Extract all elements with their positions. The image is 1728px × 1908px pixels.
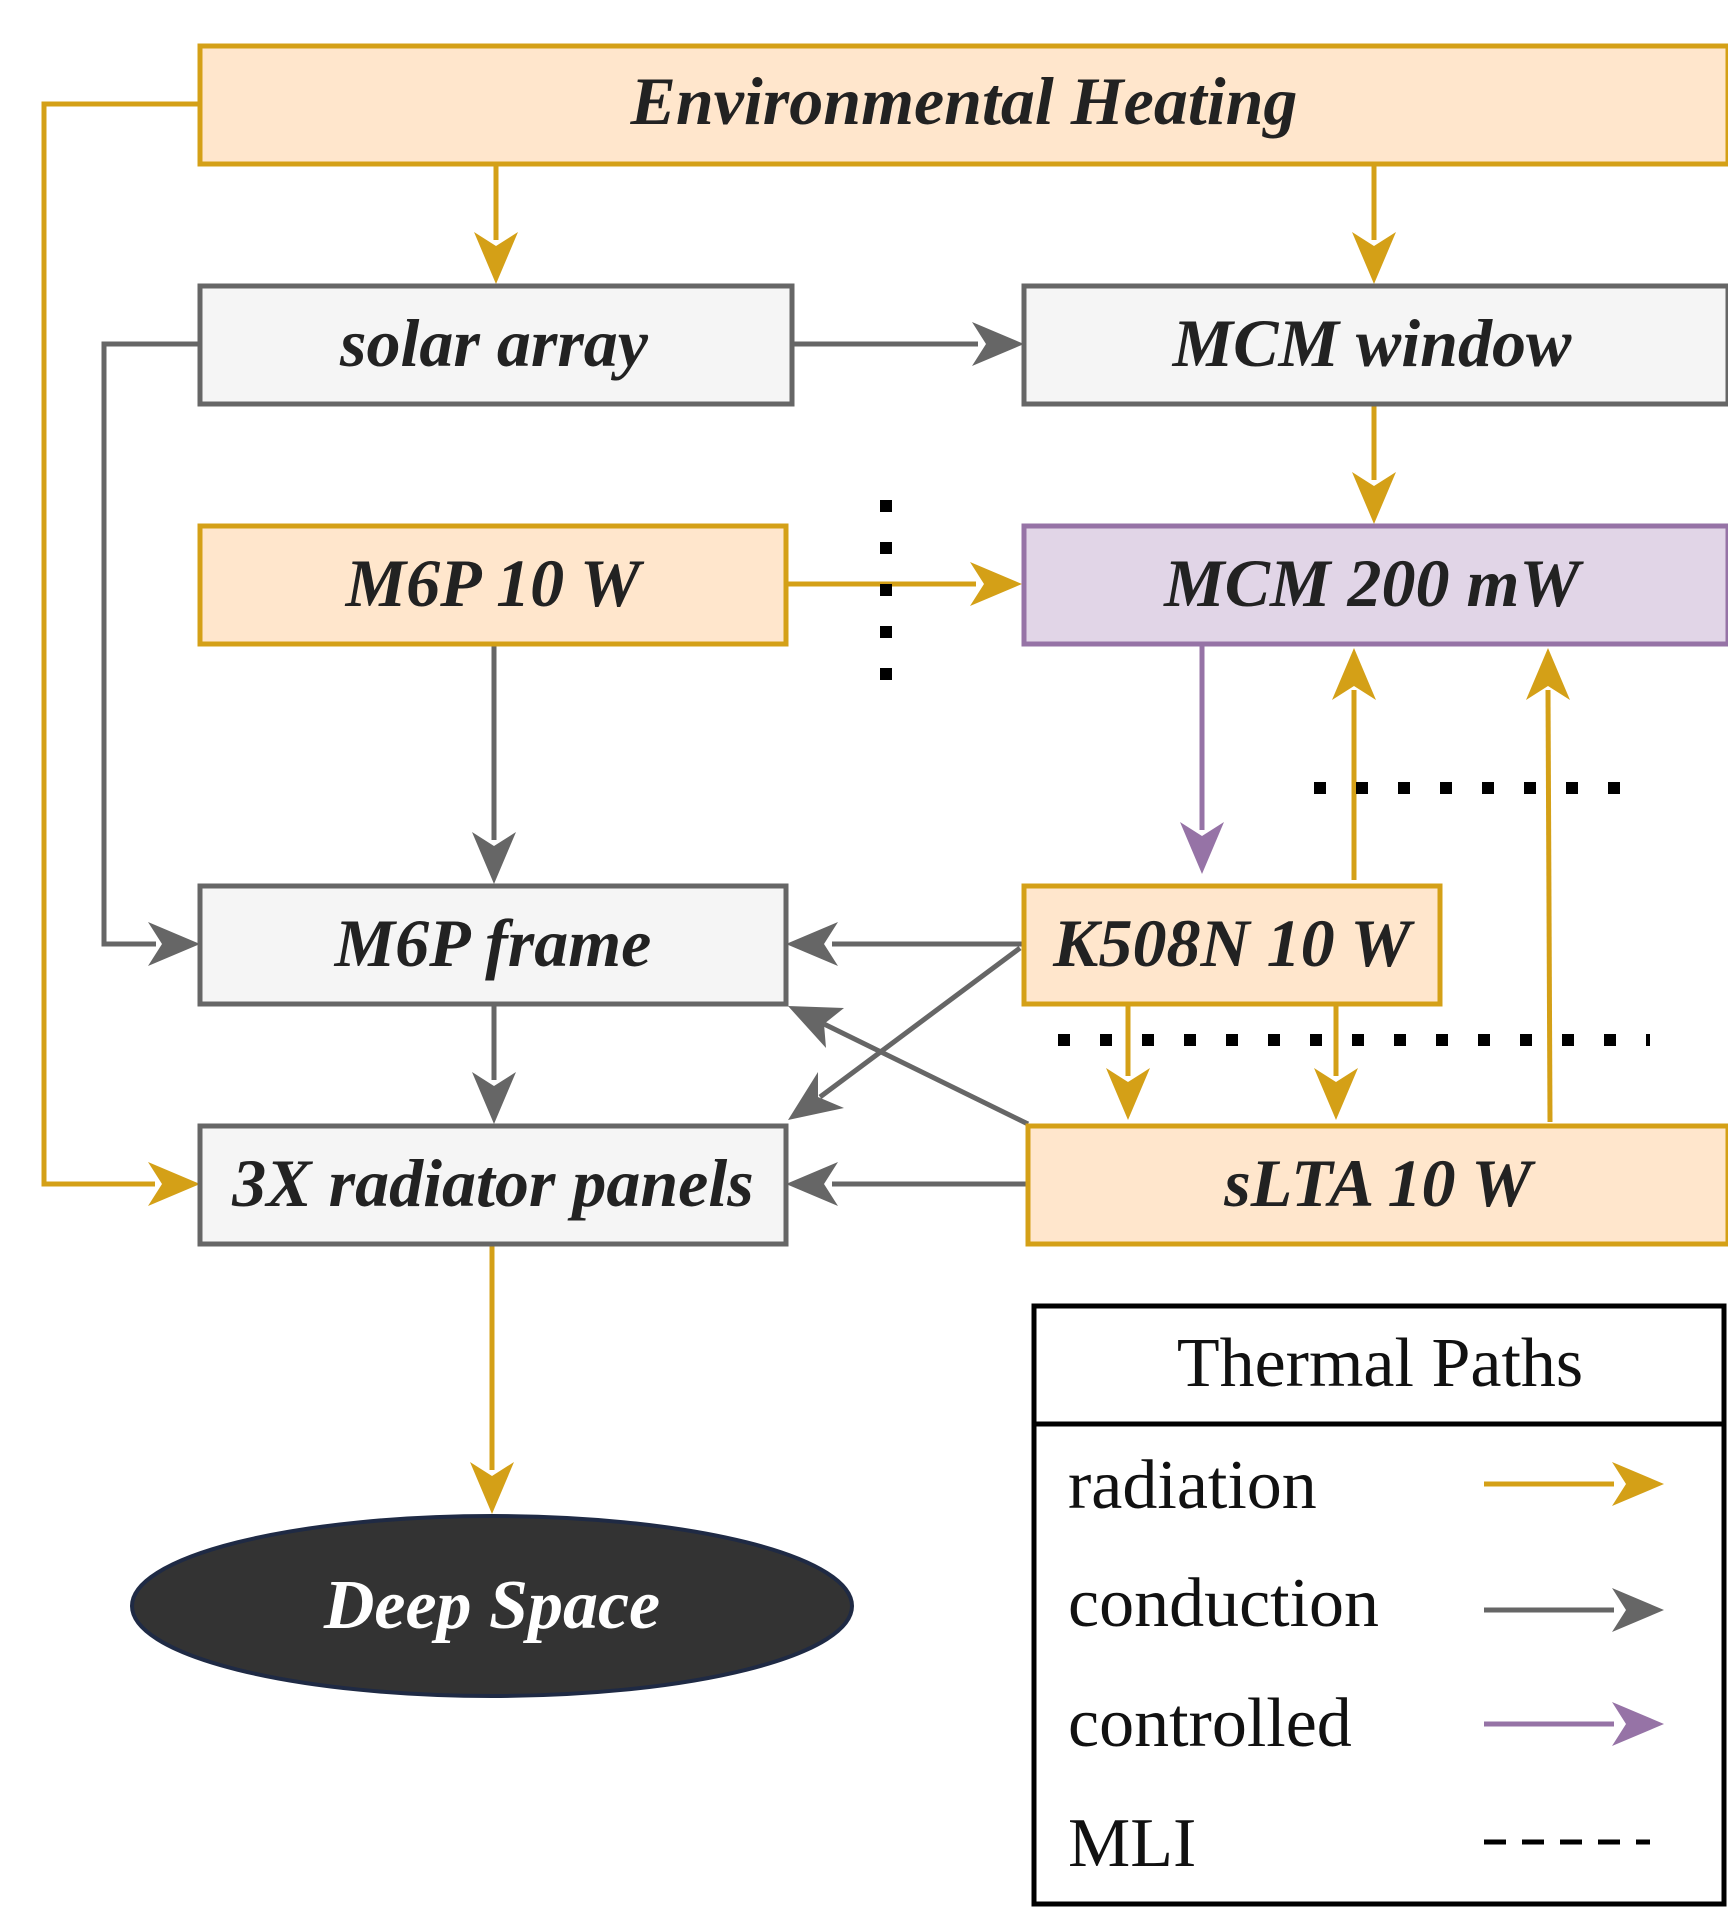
node-slta-10w: sLTA 10 W: [1025, 1123, 1728, 1247]
arrowhead-slta-to-mcm: [1526, 648, 1570, 700]
edge-solar-to-m6pframe: [101, 341, 200, 947]
label-environmental-heating: Environmental Heating: [630, 63, 1298, 139]
arrowhead-slta-to-m6pframe: [788, 1006, 844, 1048]
arrowhead-k508n-to-mcm: [1332, 648, 1376, 700]
arrowhead-k508n-to-slta-a: [1106, 1068, 1150, 1120]
arrowhead-env-to-solar: [474, 232, 518, 284]
legend-label-radiation: radiation: [1068, 1447, 1317, 1524]
edge-slta-to-mcm: [1545, 689, 1553, 1123]
arrowhead-k508n-to-slta-b: [1314, 1068, 1358, 1120]
arrowhead-solar-to-m6pframe: [148, 922, 200, 966]
node-solar-array: solar array: [197, 283, 795, 407]
label-k508n-10w: K508N 10 W: [1052, 905, 1415, 981]
arrowhead-mcm-to-k508n: [1180, 822, 1224, 874]
arrowhead-k508n-to-m6pframe: [786, 922, 838, 966]
label-slta-10w: sLTA 10 W: [1223, 1145, 1536, 1221]
legend-arrow-radiation: [1484, 1462, 1664, 1506]
legend-label-conduction: conduction: [1068, 1565, 1379, 1642]
label-radiator-panels: 3X radiator panels: [231, 1145, 753, 1221]
label-mcm-200mw: MCM 200 mW: [1163, 545, 1584, 621]
arrowhead-solar-to-mcmwindow: [972, 322, 1024, 366]
legend-arrow-controlled: [1484, 1702, 1664, 1746]
conduction-edges: [101, 322, 1030, 1206]
node-k508n-10w: K508N 10 W: [1021, 883, 1443, 1007]
edge-k508n-to-radiator: [818, 945, 1022, 1100]
label-m6p-10w: M6P 10 W: [345, 545, 645, 621]
legend: Thermal Paths radiation conduction contr…: [1031, 1303, 1727, 1907]
controlled-edges: [1180, 646, 1224, 874]
mli-lines: [880, 500, 1650, 1046]
legend-label-mli: MLI: [1068, 1805, 1196, 1882]
node-mcm-window: MCM window: [1021, 283, 1728, 407]
arrowhead-env-to-mcm-window: [1352, 232, 1396, 284]
node-environmental-heating: Environmental Heating: [197, 43, 1728, 167]
legend-arrow-conduction: [1484, 1588, 1664, 1632]
label-solar-array: solar array: [339, 305, 649, 381]
arrowhead-m6p-to-m6pframe: [472, 832, 516, 884]
node-radiator-panels: 3X radiator panels: [197, 1123, 789, 1247]
node-m6p-frame: M6P frame: [197, 883, 789, 1007]
arrowhead-m6p-to-mcm: [970, 562, 1022, 606]
edge-slta-to-m6pframe: [822, 1021, 1030, 1127]
arrowhead-k508n-to-radiator: [788, 1072, 844, 1120]
node-m6p-10w: M6P 10 W: [197, 523, 789, 647]
label-deep-space: Deep Space: [323, 1567, 660, 1644]
arrowhead-m6pframe-to-radiator: [472, 1072, 516, 1124]
legend-title: Thermal Paths: [1177, 1325, 1583, 1402]
arrowhead-mcmwindow-to-mcm: [1352, 472, 1396, 524]
edge-env-to-radiator: [41, 101, 200, 1187]
node-deep-space: Deep Space: [130, 1514, 854, 1698]
legend-label-controlled: controlled: [1068, 1685, 1352, 1762]
radiation-edges: [41, 101, 1570, 1514]
label-mcm-window: MCM window: [1172, 305, 1572, 381]
node-mcm-200mw: MCM 200 mW: [1021, 523, 1728, 647]
label-m6p-frame: M6P frame: [334, 905, 652, 981]
arrowhead-slta-to-radiator: [786, 1162, 838, 1206]
arrowhead-radiator-to-deepspace: [470, 1462, 514, 1514]
arrowhead-env-to-radiator: [148, 1162, 200, 1206]
